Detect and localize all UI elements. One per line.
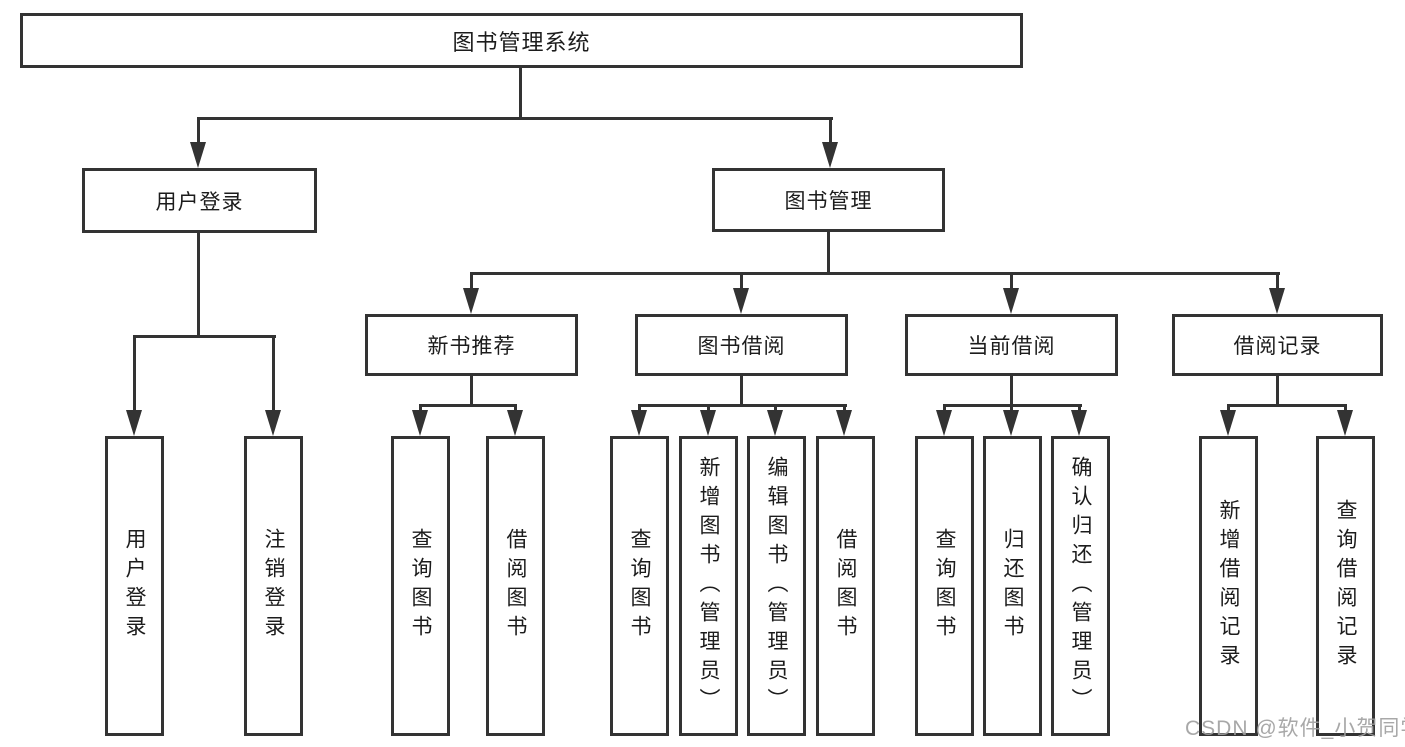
connector-line	[470, 272, 1280, 275]
connector-line	[419, 404, 422, 414]
connector-line	[133, 335, 136, 412]
connector-line	[774, 404, 777, 414]
connector-line	[707, 404, 710, 414]
connector-line	[514, 404, 517, 414]
connector-line	[1276, 272, 1279, 290]
arrowhead-down-icon	[1071, 410, 1087, 436]
connector-line	[943, 404, 946, 414]
connector-line	[272, 335, 275, 412]
node-leaf-edit-books-admin: 编辑图书（管理员）	[747, 436, 806, 736]
connector-line	[1010, 272, 1013, 290]
arrowhead-down-icon	[126, 410, 142, 436]
node-book-borrowing: 图书借阅	[635, 314, 848, 376]
node-leaf-query-borrow-record: 查询借阅记录	[1316, 436, 1375, 736]
node-leaf-confirm-return-admin: 确认归还（管理员）	[1051, 436, 1110, 736]
csdn-watermark: CSDN @软件_小贺同学	[1185, 717, 1405, 740]
arrowhead-down-icon	[1337, 410, 1353, 436]
node-leaf-query-books-1: 查询图书	[391, 436, 450, 736]
connector-line	[1078, 404, 1081, 414]
connector-line	[519, 66, 522, 119]
arrowhead-down-icon	[700, 410, 716, 436]
node-leaf-user-login: 用户登录	[105, 436, 164, 736]
node-leaf-borrow-books-2: 借阅图书	[816, 436, 875, 736]
connector-line	[740, 376, 743, 407]
node-current-borrowing: 当前借阅	[905, 314, 1118, 376]
arrowhead-down-icon	[936, 410, 952, 436]
node-leaf-logout: 注销登录	[244, 436, 303, 736]
connector-line	[1010, 404, 1013, 414]
arrowhead-down-icon	[836, 410, 852, 436]
connector-line	[1227, 404, 1347, 407]
connector-line	[843, 404, 846, 414]
connector-line	[1276, 376, 1279, 407]
connector-line	[419, 404, 517, 407]
arrowhead-down-icon	[1269, 288, 1285, 314]
arrowhead-down-icon	[265, 410, 281, 436]
connector-line	[638, 404, 641, 414]
node-leaf-borrow-books-1: 借阅图书	[486, 436, 545, 736]
connector-line	[1344, 404, 1347, 414]
connector-line	[197, 117, 200, 145]
connector-line	[638, 404, 847, 407]
connector-line	[1010, 376, 1013, 407]
node-root-library-management-system: 图书管理系统	[20, 13, 1023, 68]
connector-line	[470, 376, 473, 407]
connector-line	[133, 335, 276, 338]
connector-line	[197, 233, 200, 337]
node-new-book-recommendation: 新书推荐	[365, 314, 578, 376]
node-leaf-query-books-2: 查询图书	[610, 436, 669, 736]
arrowhead-down-icon	[1220, 410, 1236, 436]
connector-line	[1227, 404, 1230, 414]
arrowhead-down-icon	[507, 410, 523, 436]
arrowhead-down-icon	[412, 410, 428, 436]
connector-line	[197, 117, 833, 120]
node-leaf-add-borrow-record: 新增借阅记录	[1199, 436, 1258, 736]
arrowhead-down-icon	[190, 142, 206, 168]
node-borrowing-records: 借阅记录	[1172, 314, 1383, 376]
connector-line	[740, 272, 743, 290]
arrowhead-down-icon	[822, 142, 838, 168]
arrowhead-down-icon	[1003, 410, 1019, 436]
connector-line	[829, 117, 832, 145]
connector-line	[827, 232, 830, 274]
arrowhead-down-icon	[463, 288, 479, 314]
arrowhead-down-icon	[733, 288, 749, 314]
arrowhead-down-icon	[767, 410, 783, 436]
arrowhead-down-icon	[631, 410, 647, 436]
node-book-management-branch: 图书管理	[712, 168, 945, 232]
arrowhead-down-icon	[1003, 288, 1019, 314]
node-user-login-branch: 用户登录	[82, 168, 317, 233]
node-leaf-query-books-3: 查询图书	[915, 436, 974, 736]
connector-line	[470, 272, 473, 290]
node-leaf-return-books: 归还图书	[983, 436, 1042, 736]
node-leaf-add-books-admin: 新增图书（管理员）	[679, 436, 738, 736]
